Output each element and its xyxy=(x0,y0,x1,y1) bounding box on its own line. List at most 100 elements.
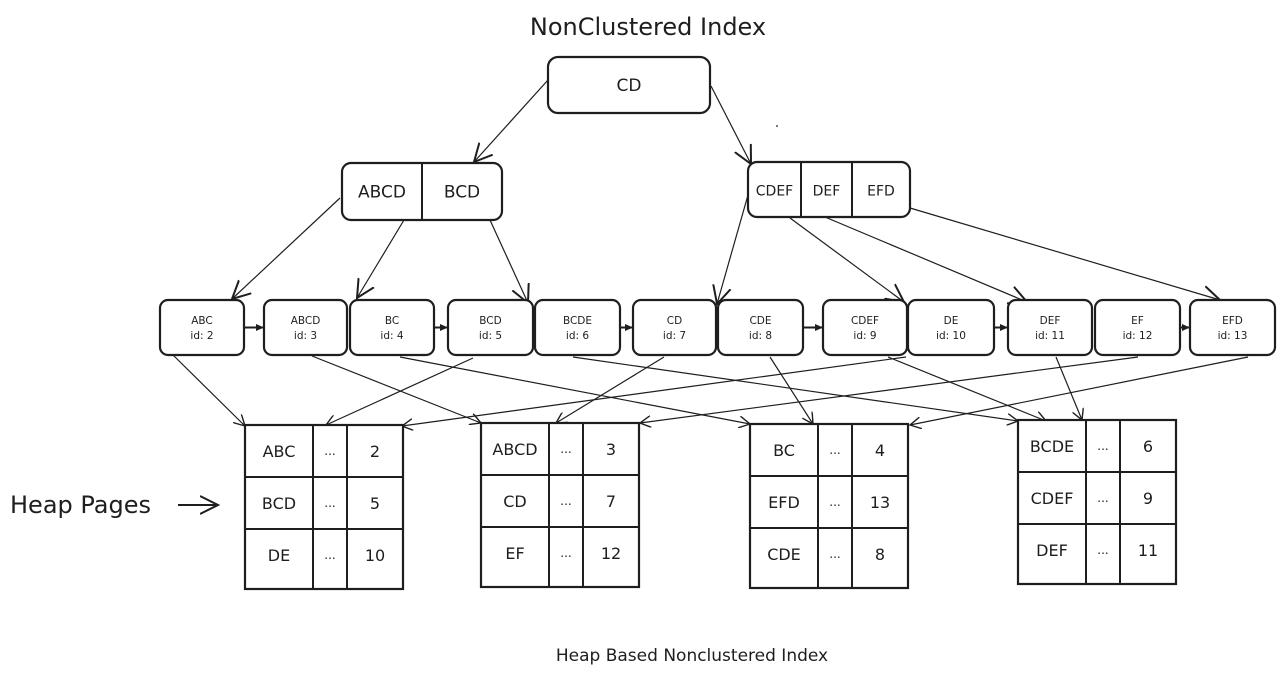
leaf-node-box xyxy=(1006,298,1094,357)
heap-page-box xyxy=(1016,418,1178,586)
root-node: CD xyxy=(546,55,712,115)
leaf-to-heap-edge xyxy=(311,355,481,423)
heap-row-ellipsis: ... xyxy=(1097,439,1108,453)
internal-node-key: CDEF xyxy=(756,184,793,200)
heap-row-ellipsis: ... xyxy=(324,444,335,458)
heap-row-key: ABCD xyxy=(492,440,537,459)
internal-to-leaf-edge xyxy=(717,194,749,304)
leaf-node-id: id: 9 xyxy=(853,330,876,342)
leaf-node-box xyxy=(821,298,909,357)
heap-row-id: 7 xyxy=(606,492,616,511)
heap-row-id: 2 xyxy=(370,442,380,461)
leaf-node-id: id: 7 xyxy=(663,330,686,342)
heap-row-ellipsis: ... xyxy=(1097,543,1108,557)
heap-page-row: BC...4 xyxy=(773,441,885,460)
leaf-node: CDEF id: 9 xyxy=(821,298,909,357)
internal-to-leaf-edge xyxy=(489,219,528,303)
heap-row-id: 4 xyxy=(875,441,885,460)
internal-to-leaf-edge xyxy=(909,207,1220,300)
heap-row-key: EF xyxy=(505,544,524,563)
heap-row-id: 13 xyxy=(870,493,890,512)
heap-row-ellipsis: ... xyxy=(324,548,335,562)
heap-row-key: EFD xyxy=(768,493,800,512)
leaf-to-heap-edge xyxy=(887,356,1046,421)
leaf-node-key: CDEF xyxy=(851,315,879,327)
leaf-node-id: id: 8 xyxy=(749,330,772,342)
heap-row-ellipsis: ... xyxy=(560,546,571,560)
internal-node-key: ABCD xyxy=(358,183,406,203)
heap-page-row: EFD... 13 xyxy=(768,493,890,512)
diagram-caption: Heap Based Nonclustered Index xyxy=(556,646,828,666)
internal-node-key: BCD xyxy=(444,183,480,203)
heap-row-id: 6 xyxy=(1143,437,1153,456)
leaf-node: BCDE id: 6 xyxy=(533,298,622,357)
leaf-node-key: BCDE xyxy=(563,315,592,327)
heap-row-id: 5 xyxy=(370,494,380,513)
leaf-node-key: ABCD xyxy=(291,315,321,327)
heap-row-id: 3 xyxy=(606,440,616,459)
heap-row-id: 9 xyxy=(1143,489,1153,508)
heap-row-id: 8 xyxy=(875,545,885,564)
heap-page-row: DEF...11 xyxy=(1036,541,1158,560)
heap-page-row: CDEF...9 xyxy=(1031,489,1154,508)
leaf-node-id: id: 4 xyxy=(380,330,403,342)
leaf-node-id: id: 10 xyxy=(936,330,966,342)
heap-page-row: EF...12 xyxy=(505,544,621,563)
internal-node-box xyxy=(746,160,912,219)
leaf-node-box xyxy=(446,298,535,357)
leaf-node-id: id: 6 xyxy=(566,330,589,342)
leaf-to-heap-edge xyxy=(399,356,750,424)
leaf-to-heap-edge xyxy=(402,356,907,426)
leaf-node-box xyxy=(262,298,349,357)
leaf-node-box xyxy=(348,298,436,357)
leaf-node-id: id: 5 xyxy=(479,330,502,342)
leaf-node: CD id: 7 xyxy=(631,298,718,357)
heap-page-row: CDE...8 xyxy=(767,545,885,564)
leaf-node-id: id: 3 xyxy=(294,330,317,342)
heap-row-key: BCDE xyxy=(1030,437,1074,456)
heap-page-row: ABC...2 xyxy=(263,442,381,461)
heap-page-row: CD...7 xyxy=(503,492,616,511)
heap-page: ABCD...3CD...7EF...12 xyxy=(479,421,641,589)
root-to-internal-edge xyxy=(710,85,751,164)
heap-page-row: ABCD...3 xyxy=(492,440,616,459)
diagram-title: NonClustered Index xyxy=(530,13,766,41)
leaf-node-id: id: 12 xyxy=(1123,330,1153,342)
stray-dot xyxy=(776,125,778,127)
heap-row-ellipsis: ... xyxy=(829,443,840,457)
heap-row-key: BCD xyxy=(262,494,296,513)
heap-row-id: 10 xyxy=(365,546,385,565)
leaf-node-key: DE xyxy=(944,315,959,327)
leaf-node-box xyxy=(906,298,996,357)
leaf-node: ABCD id: 3 xyxy=(262,298,349,357)
heap-page-box xyxy=(479,421,641,589)
internal-node-key: DEF xyxy=(813,184,841,200)
leaf-node: CDE id: 8 xyxy=(716,298,805,357)
leaf-to-heap-edge xyxy=(640,356,1139,423)
heap-row-ellipsis: ... xyxy=(829,495,840,509)
leaf-node-box xyxy=(716,298,805,357)
heap-row-key: CDE xyxy=(767,545,801,564)
leaf-node-box xyxy=(631,298,718,357)
root-node-box xyxy=(546,55,712,115)
leaf-node-box xyxy=(1188,298,1277,357)
leaf-node-key: CDE xyxy=(749,315,771,327)
leaf-node-key: CD xyxy=(667,315,682,327)
heap-page-row: DE...10 xyxy=(268,546,385,565)
leaf-node: DE id: 10 xyxy=(906,298,996,357)
leaf-node-key: BCD xyxy=(479,315,501,327)
internal-to-leaf-edge xyxy=(357,219,405,298)
internal-to-leaf-edge xyxy=(232,197,341,299)
leaf-node-id: id: 11 xyxy=(1035,330,1065,342)
internal-node-key: EFD xyxy=(867,184,895,200)
heap-pages-label-group: Heap Pages xyxy=(10,491,218,519)
heap-pages: ABC...2BCD...5DE...10ABCD...3CD...7EF...… xyxy=(243,418,1178,591)
heap-row-key: DEF xyxy=(1036,541,1068,560)
root-to-internal-edge xyxy=(474,79,549,162)
heap-row-ellipsis: ... xyxy=(324,496,335,510)
root-key: CD xyxy=(617,76,642,96)
